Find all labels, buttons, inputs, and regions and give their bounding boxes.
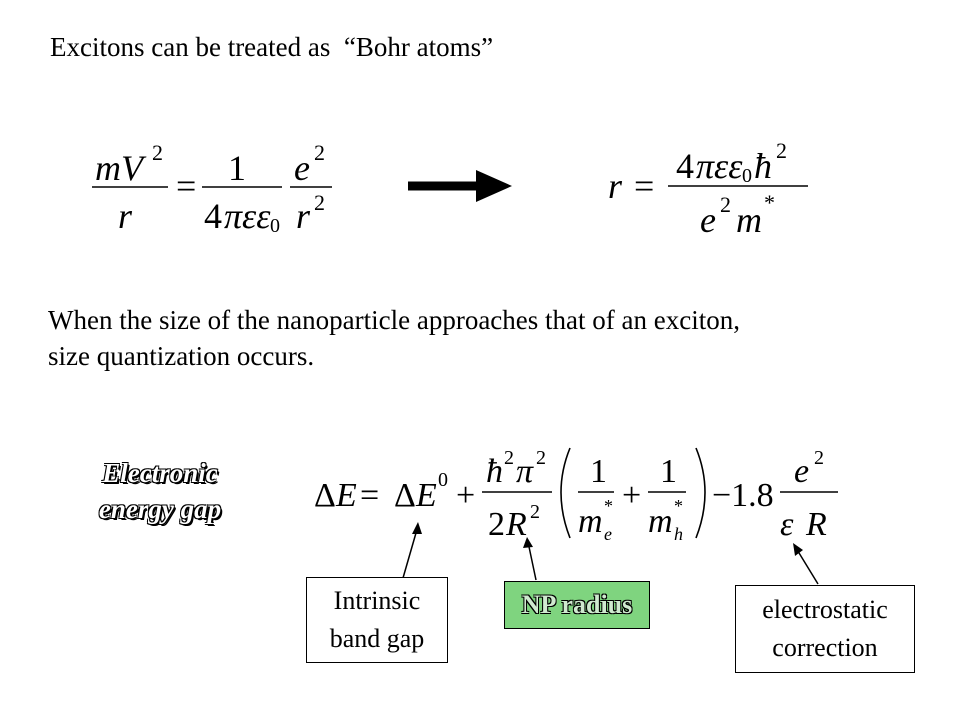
svg-text:e: e xyxy=(700,200,716,240)
electronic-energy-gap-heading: Electronic energy gap xyxy=(60,455,260,527)
svg-text:2: 2 xyxy=(530,501,540,523)
svg-text:=: = xyxy=(634,166,654,206)
svg-text:e: e xyxy=(604,524,612,544)
svg-text:+: + xyxy=(456,477,475,514)
svg-text:−1.8: −1.8 xyxy=(712,477,774,514)
electrostatic-label-line-1: electrostatic xyxy=(762,595,888,624)
svg-text:π: π xyxy=(516,453,534,490)
svg-text:4: 4 xyxy=(676,146,694,186)
electrostatic-correction-label: electrostatic correction xyxy=(735,585,915,673)
svg-text:R: R xyxy=(505,506,527,543)
intrinsic-band-gap-label: Intrinsic band gap xyxy=(306,577,448,663)
svg-text:Δ: Δ xyxy=(314,477,336,514)
svg-text:*: * xyxy=(674,496,683,516)
svg-text:ħ: ħ xyxy=(486,453,503,490)
svg-text:ħ: ħ xyxy=(754,146,772,186)
svg-text:*: * xyxy=(604,496,613,516)
electrostatic-pointer-line xyxy=(795,547,819,585)
svg-text:mV: mV xyxy=(95,148,147,188)
paragraph-line-1: When the size of the nanoparticle approa… xyxy=(48,305,740,335)
svg-text:0: 0 xyxy=(438,469,448,491)
svg-text:1: 1 xyxy=(590,453,607,490)
svg-text:r: r xyxy=(296,196,311,236)
np-radius-label-text: NP radius xyxy=(521,590,633,619)
svg-text:2: 2 xyxy=(504,447,514,469)
svg-text:E: E xyxy=(415,477,437,514)
svg-text:2: 2 xyxy=(314,190,325,215)
size-quantization-paragraph: When the size of the nanoparticle approa… xyxy=(48,302,740,374)
svg-text:h: h xyxy=(674,524,683,544)
svg-text:2: 2 xyxy=(814,447,824,469)
paragraph-line-2: size quantization occurs. xyxy=(48,341,315,371)
svg-text:m: m xyxy=(578,503,603,540)
intrinsic-label-line-1: Intrinsic xyxy=(333,586,421,615)
svg-text:*: * xyxy=(764,190,775,215)
svg-text:r: r xyxy=(118,196,133,236)
svg-text:m: m xyxy=(648,503,673,540)
svg-text:m: m xyxy=(736,200,762,240)
arrow-right-icon xyxy=(408,170,512,202)
svg-text:E: E xyxy=(335,477,357,514)
svg-text:R: R xyxy=(805,506,827,543)
svg-text:0: 0 xyxy=(742,165,752,187)
slide-title: Excitons can be treated as “Bohr atoms” xyxy=(50,32,494,62)
svg-text:πεε: πεε xyxy=(696,146,743,186)
svg-text:e: e xyxy=(794,453,809,490)
svg-text:2: 2 xyxy=(314,140,325,165)
svg-text:πεε: πεε xyxy=(224,196,271,236)
svg-text:ε: ε xyxy=(780,506,794,543)
intrinsic-pointer-head xyxy=(412,522,422,534)
intrinsic-pointer-line xyxy=(402,525,419,579)
svg-text:2: 2 xyxy=(488,506,505,543)
exciton-radius-equation: r = 4 πεε 0 ħ 2 e 2 m * xyxy=(608,138,808,240)
svg-text:2: 2 xyxy=(776,138,787,163)
svg-text:=: = xyxy=(360,477,379,514)
svg-text:e: e xyxy=(294,148,310,188)
svg-text:0: 0 xyxy=(270,215,280,237)
svg-text:Δ: Δ xyxy=(394,477,416,514)
svg-text:2: 2 xyxy=(720,192,731,217)
heading-line-1: Electronic xyxy=(102,458,218,488)
np-radius-pointer-head xyxy=(523,537,533,548)
intrinsic-label-line-2: band gap xyxy=(329,624,425,653)
svg-text:r: r xyxy=(608,166,623,206)
energy-gap-equation: Δ E = Δ E 0 + ħ 2 π 2 2 R 2 1 m * e + 1 … xyxy=(314,447,838,544)
svg-text:2: 2 xyxy=(536,447,546,469)
bohr-balance-equation: mV 2 r = 1 4 πεε 0 e 2 r 2 xyxy=(92,140,332,237)
svg-text:1: 1 xyxy=(228,148,246,188)
svg-text:4: 4 xyxy=(204,196,222,236)
electrostatic-label-line-2: correction xyxy=(772,633,878,662)
svg-text:+: + xyxy=(622,477,641,514)
svg-text:2: 2 xyxy=(152,140,163,165)
np-radius-pointer-line xyxy=(527,541,537,581)
heading-line-2: energy gap xyxy=(98,494,222,524)
electrostatic-pointer-head xyxy=(793,543,803,556)
svg-text:1: 1 xyxy=(660,453,677,490)
np-radius-label: NP radius xyxy=(504,581,650,629)
svg-text:=: = xyxy=(176,166,196,206)
